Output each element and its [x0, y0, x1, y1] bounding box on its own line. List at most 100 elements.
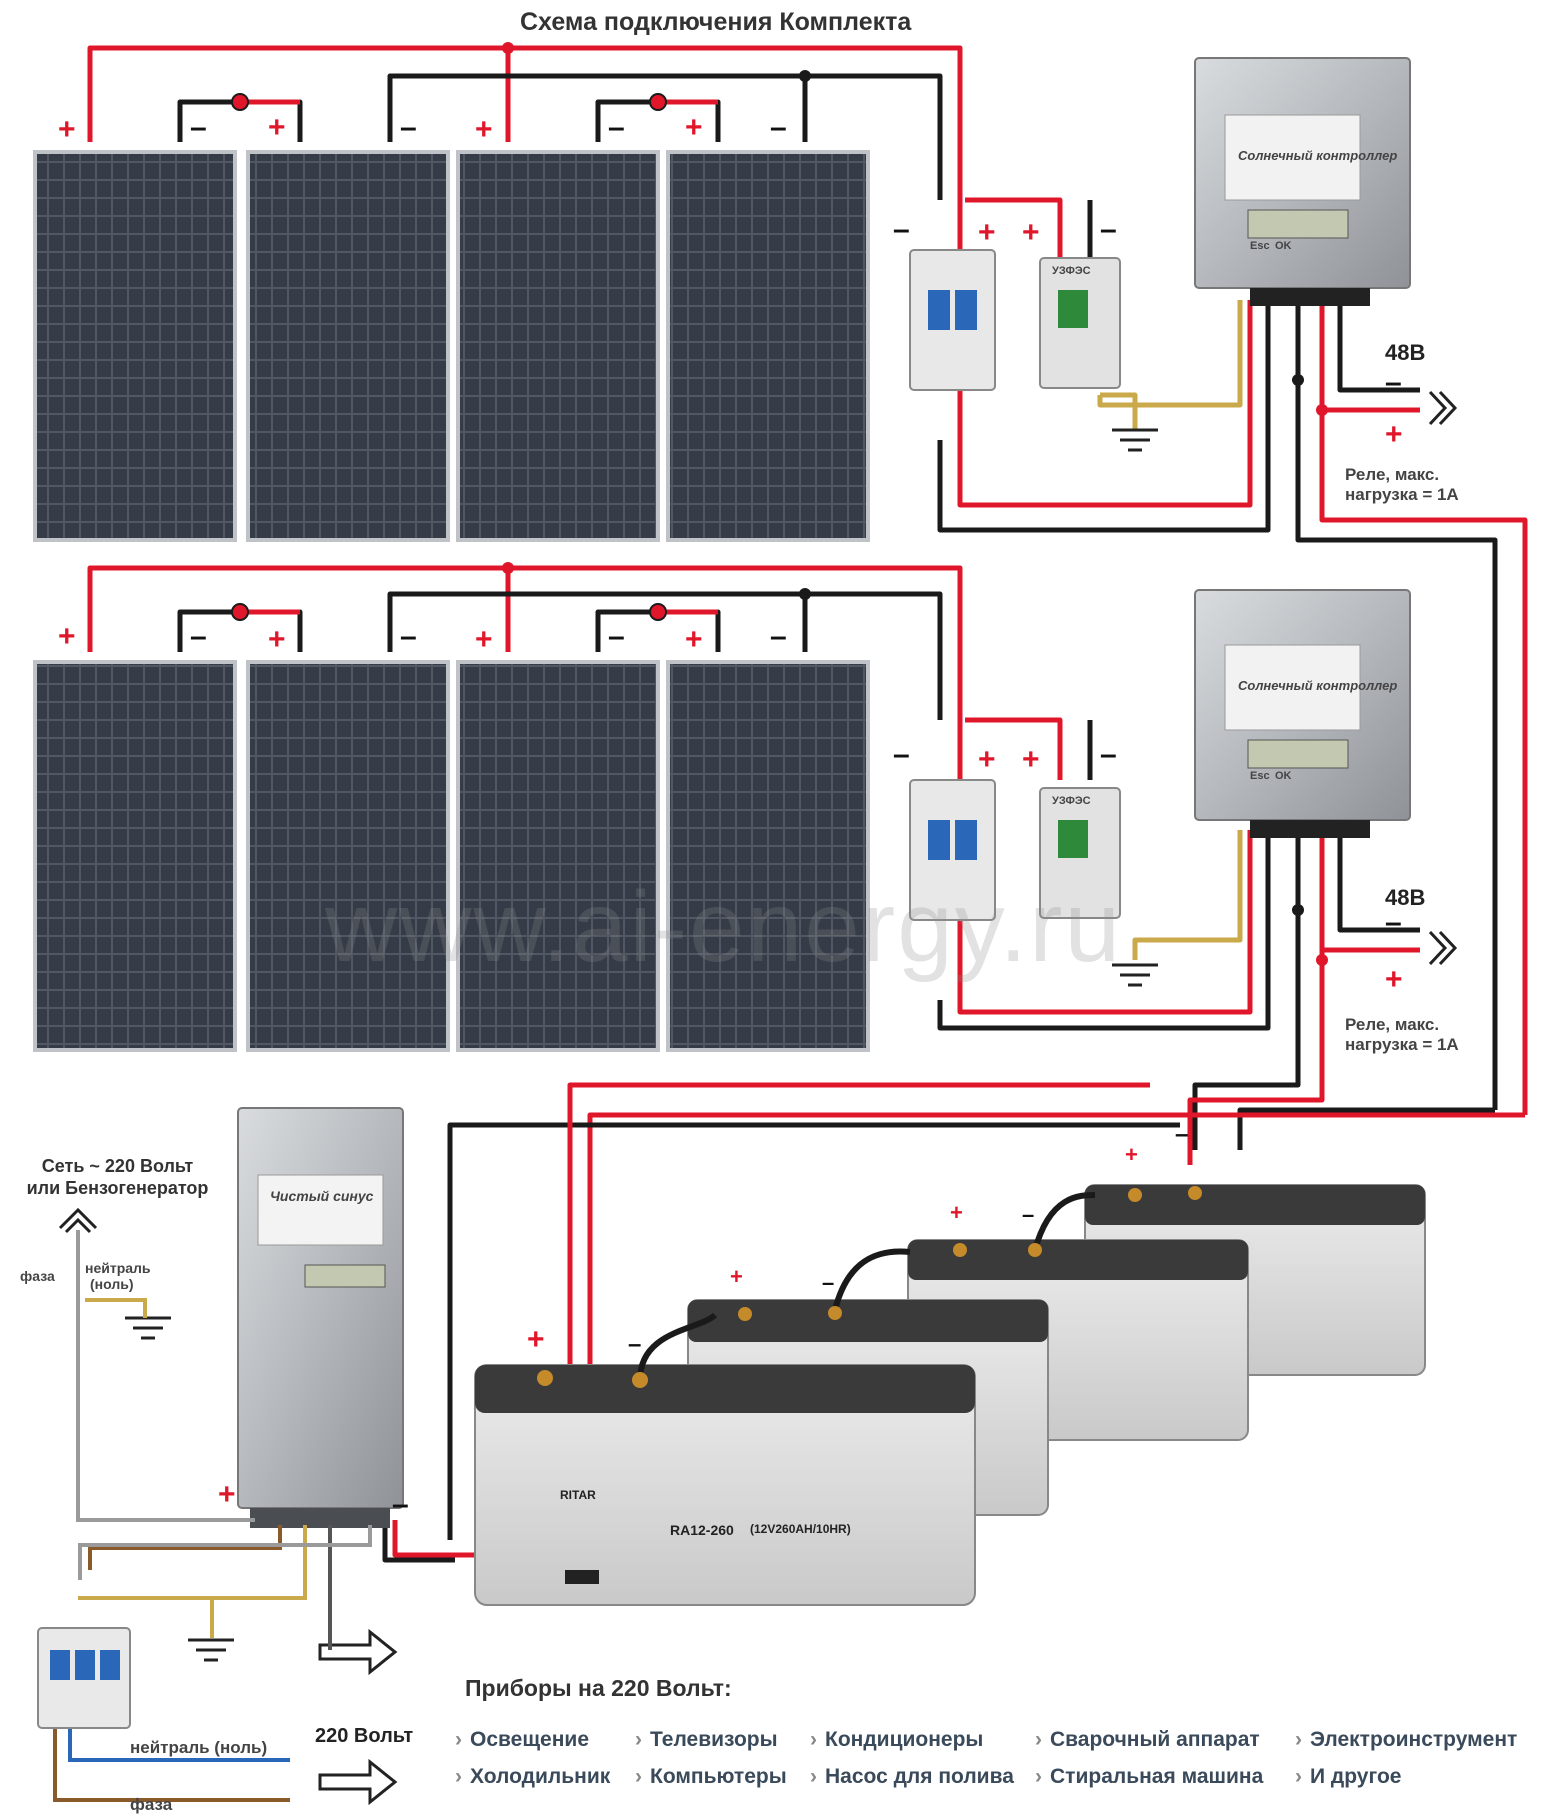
grid-neutral-sub: (ноль) — [90, 1276, 134, 1292]
plus-sign: + — [978, 216, 996, 249]
relay-note-1-line2: нагрузка = 1А — [1345, 485, 1459, 504]
controller-1-label: Солнечный контроллер — [1238, 148, 1398, 163]
junction-dots — [231, 42, 1328, 966]
plus-sign: + — [978, 743, 996, 776]
plus-sign: + — [218, 1478, 236, 1511]
minus-sign: – — [392, 1488, 409, 1521]
appliance-item: Освещение — [455, 1728, 589, 1752]
appliance-item: Электроинструмент — [1295, 1728, 1517, 1752]
grid-source-title: Сеть ~ 220 Вольт или Бензогенератор — [10, 1155, 225, 1199]
solar-panel — [666, 150, 870, 542]
uzip-2-label: УЗФЭС — [1052, 795, 1091, 807]
relay-note-1: Реле, макс. нагрузка = 1А — [1345, 465, 1530, 505]
plus-sign: + — [1022, 216, 1040, 249]
plus-sign: + — [268, 623, 286, 656]
solar-panel — [456, 660, 660, 1052]
inverter — [237, 1107, 404, 1528]
ac-breaker — [37, 1627, 131, 1729]
grid-phase-label: фаза — [20, 1268, 55, 1284]
dc-breaker-1 — [909, 249, 996, 391]
minus-sign: – — [1385, 906, 1402, 939]
ac-wiring — [53, 1207, 372, 1802]
plus-sign: + — [268, 111, 286, 144]
solar-panel — [246, 150, 450, 542]
solar-panel — [666, 660, 870, 1052]
minus-sign: – — [608, 620, 625, 653]
minus-sign: – — [770, 111, 787, 144]
bottom-neutral-label: нейтраль (ноль) — [130, 1738, 268, 1757]
controller-1-esc: Esc — [1250, 240, 1270, 252]
appliance-item: И другое — [1295, 1765, 1401, 1789]
minus-sign: – — [1100, 738, 1117, 771]
plus-sign: + — [685, 111, 703, 144]
plus-sign: + — [475, 113, 493, 146]
appliance-item: Холодильник — [455, 1765, 610, 1789]
minus-sign: – — [893, 738, 910, 771]
surge-protector-2 — [1039, 787, 1121, 919]
minus-sign: – — [608, 111, 625, 144]
ground-symbols — [125, 428, 1158, 1662]
relay-note-2-line1: Реле, макс. — [1345, 1015, 1440, 1034]
plus-sign: + — [475, 623, 493, 656]
appliance-item: Сварочный аппарат — [1035, 1728, 1260, 1752]
solar-panel — [33, 150, 237, 542]
appliance-item: Кондиционеры — [810, 1728, 983, 1752]
charge-controller-2 — [1194, 589, 1411, 838]
relay-note-2: Реле, макс. нагрузка = 1А — [1345, 1015, 1530, 1055]
output-voltage-1: 48В — [1385, 340, 1426, 365]
battery-bank — [474, 1184, 1426, 1606]
minus-sign: – — [822, 1270, 835, 1295]
minus-sign: – — [400, 620, 417, 653]
battery-1 — [474, 1364, 976, 1606]
plus-sign: + — [1022, 743, 1040, 776]
plus-sign: + — [1125, 1142, 1138, 1167]
diagram-title: Схема подключения Комплекта — [520, 8, 912, 36]
controller-1-ok: OK — [1275, 240, 1292, 252]
output-arrows — [318, 390, 1458, 1806]
minus-sign: – — [1175, 1121, 1189, 1148]
appliance-item: Стиральная машина — [1035, 1765, 1263, 1789]
minus-sign: – — [1022, 1202, 1035, 1227]
solar-panel — [456, 150, 660, 542]
dc-breaker-2 — [909, 779, 996, 921]
minus-sign: – — [628, 1331, 642, 1358]
controller-2-esc: Esc — [1250, 770, 1270, 782]
appliance-item: Телевизоры — [635, 1728, 778, 1752]
uzip-1-label: УЗФЭС — [1052, 265, 1091, 277]
plus-sign: + — [58, 620, 76, 653]
solar-array-bottom — [33, 660, 870, 1052]
minus-sign: – — [1100, 213, 1117, 246]
watermark: www.ai-energy.ru — [325, 871, 1123, 983]
appliance-item: Насос для полива — [810, 1765, 1014, 1789]
inverter-label: Чистый синус — [270, 1188, 374, 1204]
output-voltage-2: 48В — [1385, 885, 1426, 910]
output-220-label: 220 Вольт — [315, 1725, 414, 1747]
minus-sign: – — [190, 620, 207, 653]
relay-note-1-line1: Реле, макс. — [1345, 465, 1440, 484]
grid-source-line1: Сеть ~ 220 Вольт — [41, 1156, 194, 1176]
grid-source-line2: или Бензогенератор — [26, 1178, 209, 1198]
plus-sign: + — [730, 1264, 743, 1289]
plus-sign: + — [1385, 963, 1403, 996]
plus-sign: + — [1385, 418, 1403, 451]
plus-sign: + — [950, 1200, 963, 1225]
minus-sign: – — [770, 620, 787, 653]
plus-sign: + — [527, 1323, 545, 1356]
minus-sign: – — [190, 111, 207, 144]
plus-sign: + — [58, 113, 76, 146]
solar-array-top — [33, 150, 870, 542]
controller-2-label: Солнечный контроллер — [1238, 678, 1398, 693]
plus-sign: + — [685, 623, 703, 656]
surge-protector-1 — [1039, 257, 1121, 389]
appliance-item: Компьютеры — [635, 1765, 787, 1789]
battery-model: RA12-260 — [670, 1522, 734, 1538]
solar-panel — [246, 660, 450, 1052]
battery-brand: RITAR — [560, 1488, 596, 1502]
relay-note-2-line2: нагрузка = 1А — [1345, 1035, 1459, 1054]
minus-sign: – — [1385, 366, 1402, 399]
controller-2-ok: OK — [1275, 770, 1292, 782]
solar-panel — [33, 660, 237, 1052]
appliances-heading: Приборы на 220 Вольт: — [465, 1675, 732, 1701]
minus-sign: – — [893, 213, 910, 246]
